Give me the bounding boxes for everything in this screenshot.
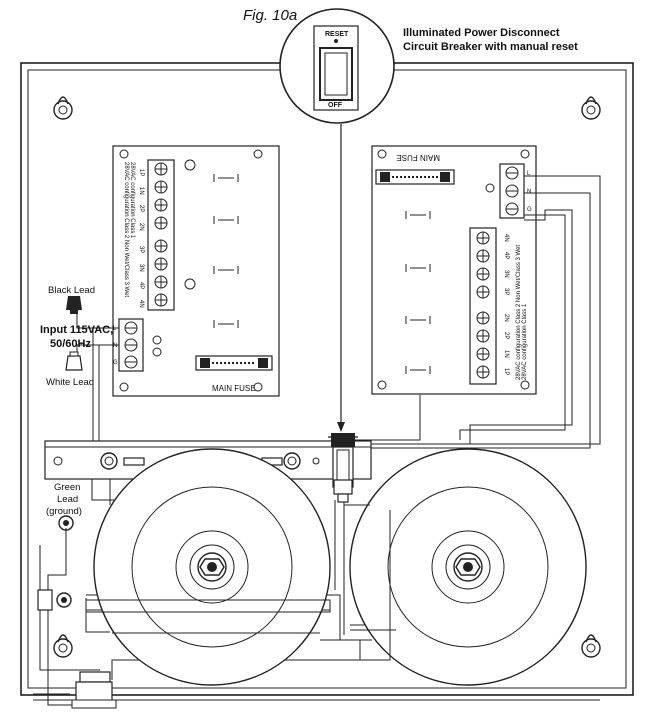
right-terminal-label: 4P <box>503 252 509 259</box>
right-terminal-label: 2N <box>503 314 509 322</box>
right-input-terminal-label: L <box>527 171 531 177</box>
left-main-fuse-label: MAIN FUSE <box>212 384 256 393</box>
input-voltage-line2: 50/60Hz <box>50 338 91 350</box>
circuit-breaker-body <box>328 433 358 503</box>
right-terminal-label: 1P <box>503 368 509 375</box>
transformer-left <box>93 448 331 686</box>
left-config-line1: 28VAC configuration Class 2 Non Wet/Clas… <box>123 162 129 297</box>
breaker-title-line1: Illuminated Power Disconnect <box>403 27 560 39</box>
wiring <box>33 175 601 706</box>
right-terminal-label: 1N <box>503 350 509 358</box>
left-terminal-label: 3N <box>138 264 144 272</box>
left-terminal-label: 1P <box>138 169 144 176</box>
right-config-line2: 28VAC configuration Class 1 <box>522 303 528 380</box>
ground-stud <box>58 515 74 531</box>
right-main-fuse-label: MAIN FUSE <box>396 153 440 162</box>
green-lead-label-line3: (ground) <box>46 506 82 517</box>
green-lead-label-line2: Lead <box>57 494 78 505</box>
breaker-pointer-arrow <box>337 422 345 432</box>
right-input-terminal-label: G <box>527 207 532 213</box>
left-terminal-label: 3P <box>138 246 144 253</box>
right-input-terminal-label: N <box>527 189 531 195</box>
green-lead-label-line1: Green <box>54 482 80 493</box>
left-terminal-label: 2P <box>138 205 144 212</box>
left-terminal-label: 4P <box>138 282 144 289</box>
right-config-line1: 28VAC configuration Class 2 Non Wet/Clas… <box>516 245 522 380</box>
breaker-off-label: OFF <box>328 102 343 109</box>
cord-strain-relief <box>71 671 117 709</box>
breaker-title-line2: Circuit Breaker with manual reset <box>403 41 578 53</box>
input-voltage-line1: Input 115VAC, <box>40 324 113 336</box>
left-input-terminal-label: G <box>113 360 118 366</box>
keyhole-slot-top-left <box>53 96 73 120</box>
ground-clamp <box>37 589 72 611</box>
black-lead-label: Black Lead <box>48 285 95 296</box>
left-terminal-label: 2N <box>138 223 144 231</box>
left-terminal-label: 4N <box>138 300 144 308</box>
white-lead-label: White Lead <box>46 377 94 388</box>
left-config-line2: 28VAC configuration Class 1 <box>129 162 135 239</box>
right-terminal-label: 3N <box>503 270 509 278</box>
left-board <box>112 145 280 397</box>
right-board <box>371 145 537 395</box>
left-terminal-label: 1N <box>138 187 144 195</box>
wiring-over-transformers <box>86 395 421 661</box>
breaker-reset-label: RESET <box>325 31 349 38</box>
black-lead-connector <box>66 296 82 314</box>
keyhole-slot-top-right <box>581 96 601 120</box>
keyhole-slot-bottom-right <box>581 634 601 658</box>
keyhole-slot-bottom-left <box>53 634 73 658</box>
right-terminal-label: 2P <box>503 332 509 339</box>
left-input-terminal-label: N <box>113 343 117 349</box>
breaker-callout: RESET OFF <box>279 8 395 124</box>
left-input-terminal-label: L <box>113 326 117 332</box>
white-lead-connector <box>65 351 83 371</box>
transformer-right <box>349 448 587 686</box>
right-terminal-label: 4N <box>503 234 509 242</box>
figure-caption: Fig. 10a <box>243 7 297 24</box>
right-terminal-label: 3P <box>503 288 509 295</box>
